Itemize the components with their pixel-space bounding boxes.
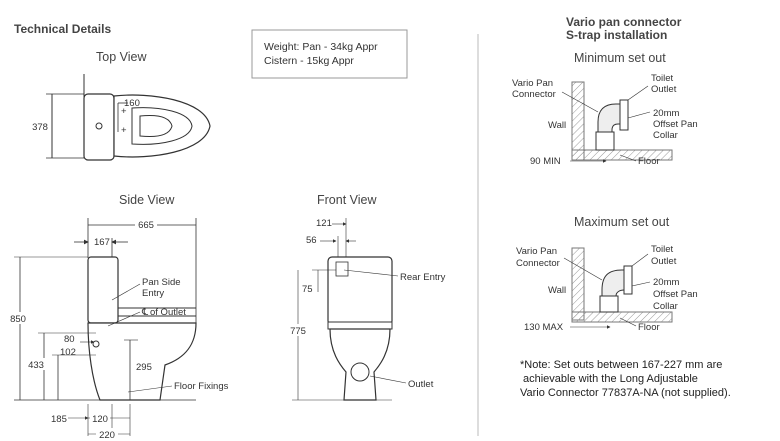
side-view: Side View 665 167 850 433 102 80 bbox=[6, 193, 229, 441]
max-dim-label: 130 MAX bbox=[524, 322, 564, 333]
min-offset-label-3: Collar bbox=[653, 130, 678, 141]
dim-label-378: 378 bbox=[32, 122, 48, 133]
min-offset-label-1: 20mm bbox=[653, 108, 679, 119]
front-view: Front View 121 56 Rear Entry Outlet 75 7… bbox=[286, 193, 446, 401]
min-toilet-label-2: Outlet bbox=[651, 84, 677, 95]
min-wall bbox=[571, 81, 585, 161]
dim-label-775: 775 bbox=[290, 326, 306, 337]
weight-box: Weight: Pan - 34kg Appr Cistern - 15kg A… bbox=[251, 29, 408, 79]
dim-label-850: 850 bbox=[10, 314, 26, 325]
side-view-inlet bbox=[92, 340, 100, 348]
max-offset-label-1: 20mm bbox=[653, 277, 679, 288]
weight-cistern: Cistern - 15kg Appr bbox=[264, 55, 354, 67]
connector-panel: Vario pan connector S-trap installation … bbox=[512, 15, 731, 399]
max-setout-title: Maximum set out bbox=[574, 215, 670, 229]
dim-label-56: 56 bbox=[306, 235, 317, 246]
min-dim-label: 90 MIN bbox=[530, 156, 561, 167]
max-collar bbox=[623, 265, 633, 295]
dim-label-167: 167 bbox=[94, 237, 110, 248]
dim-label-120: 120 bbox=[92, 414, 108, 425]
min-vario-label-1: Vario Pan bbox=[512, 78, 553, 89]
dim-label-665: 665 bbox=[138, 220, 154, 231]
dim-label-160: 160 bbox=[124, 98, 140, 109]
note-line-1: *Note: Set outs between 167-227 mm are bbox=[520, 359, 722, 371]
label-floor-fixings: Floor Fixings bbox=[174, 381, 229, 392]
top-view-button-icon bbox=[95, 122, 103, 130]
max-toilet-label-1: Toilet bbox=[651, 244, 674, 255]
max-wall-label: Wall bbox=[548, 285, 566, 296]
label-rear-entry: Rear Entry bbox=[400, 272, 446, 283]
dim-label-185: 185 bbox=[51, 414, 67, 425]
max-toilet-label-2: Outlet bbox=[651, 256, 677, 267]
top-view: Top View 378 160 + + bbox=[32, 50, 211, 161]
front-view-rear-entry bbox=[335, 261, 349, 277]
min-floor-label: Floor bbox=[638, 156, 660, 167]
min-trap bbox=[595, 131, 615, 151]
dim-label-80: 80 bbox=[64, 334, 75, 345]
dim-label-102: 102 bbox=[60, 347, 76, 358]
max-offset-label-3: Collar bbox=[653, 301, 678, 312]
max-floor-label: Floor bbox=[638, 322, 660, 333]
top-view-seat bbox=[131, 107, 193, 145]
min-vario-label-2: Connector bbox=[512, 89, 556, 100]
top-view-bowl bbox=[113, 94, 211, 158]
note-line-2: achievable with the Long Adjustable bbox=[523, 373, 698, 385]
label-outlet-centre: of Outlet bbox=[150, 307, 186, 318]
max-offset-label-2: Offset Pan bbox=[653, 289, 698, 300]
connector-subtitle: S-trap installation bbox=[566, 28, 667, 42]
max-vario-label-1: Vario Pan bbox=[516, 246, 557, 257]
min-toilet-label-1: Toilet bbox=[651, 73, 674, 84]
max-floor bbox=[571, 311, 673, 323]
front-view-outlet bbox=[350, 362, 370, 382]
top-view-title: Top View bbox=[96, 50, 147, 64]
fixing-mark-icon: + bbox=[121, 106, 127, 117]
side-view-cistern bbox=[87, 256, 119, 324]
label-pan-side-entry-2: Entry bbox=[142, 288, 164, 299]
max-vario-label-2: Connector bbox=[516, 258, 560, 269]
connector-title: Vario pan connector bbox=[566, 15, 682, 29]
section-title: Technical Details bbox=[14, 22, 111, 36]
min-collar bbox=[619, 99, 629, 131]
dim-label-121: 121 bbox=[316, 218, 332, 229]
max-trap bbox=[599, 295, 619, 313]
max-wall bbox=[571, 247, 585, 321]
label-outlet: Outlet bbox=[408, 379, 434, 390]
label-pan-side-entry: Pan Side bbox=[142, 277, 181, 288]
dim-label-75: 75 bbox=[302, 284, 313, 295]
dim-label-295: 295 bbox=[136, 362, 152, 373]
min-offset-label-2: Offset Pan bbox=[653, 119, 698, 130]
note-line-3: Vario Connector 77837A-NA (not supplied)… bbox=[520, 387, 731, 399]
front-view-title: Front View bbox=[317, 193, 377, 207]
weight-pan: Weight: Pan - 34kg Appr bbox=[264, 41, 378, 53]
dim-label-433: 433 bbox=[28, 360, 44, 371]
fixing-mark-icon: + bbox=[121, 125, 127, 136]
top-view-opening bbox=[139, 115, 173, 137]
dim-label-220: 220 bbox=[99, 430, 115, 441]
side-view-title: Side View bbox=[119, 193, 175, 207]
min-setout-title: Minimum set out bbox=[574, 51, 666, 65]
min-floor bbox=[571, 149, 673, 161]
min-wall-label: Wall bbox=[548, 120, 566, 131]
cl-symbol: ℄ bbox=[141, 307, 149, 318]
